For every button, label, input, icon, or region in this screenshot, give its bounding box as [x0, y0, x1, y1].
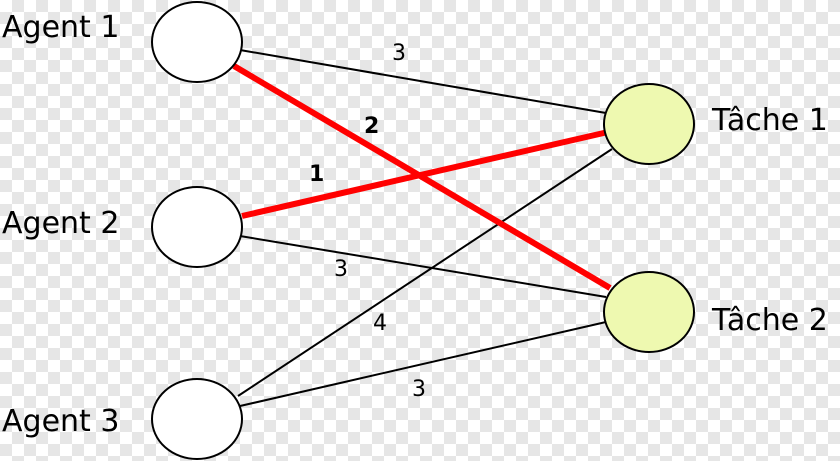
edge-agent1-task1 [239, 49, 607, 114]
task-2-label: Tâche 2 [711, 303, 828, 338]
weight-agent2-task2: 3 [334, 257, 348, 282]
weight-agent3-task1: 4 [373, 311, 387, 336]
task-nodes [603, 83, 695, 353]
node-labels: Agent 1 Agent 2 Agent 3 Tâche 1 Tâche 2 [2, 10, 828, 439]
edge-agent2-task1-selected [241, 129, 609, 219]
agent-node-1 [151, 1, 243, 83]
task-1-label: Tâche 1 [711, 103, 828, 138]
edge-weights: 3 2 1 3 4 3 [309, 41, 426, 402]
agent-node-2 [151, 186, 243, 268]
edge-agent3-task1 [237, 148, 613, 397]
weight-agent1-task1: 3 [392, 41, 406, 66]
agent-nodes [151, 1, 243, 460]
task-node-2 [603, 271, 695, 353]
edge-agent3-task2 [239, 321, 607, 407]
task-node-1 [603, 83, 695, 165]
agent-3-label: Agent 3 [2, 404, 119, 439]
weight-agent1-task2: 2 [364, 114, 379, 139]
edge-agent2-task2 [239, 235, 607, 298]
weight-agent2-task1: 1 [309, 162, 324, 187]
edges [232, 49, 613, 407]
agent-2-label: Agent 2 [2, 206, 119, 241]
agent-node-3 [151, 378, 243, 460]
agent-1-label: Agent 1 [2, 10, 119, 45]
weight-agent3-task2: 3 [412, 377, 426, 402]
